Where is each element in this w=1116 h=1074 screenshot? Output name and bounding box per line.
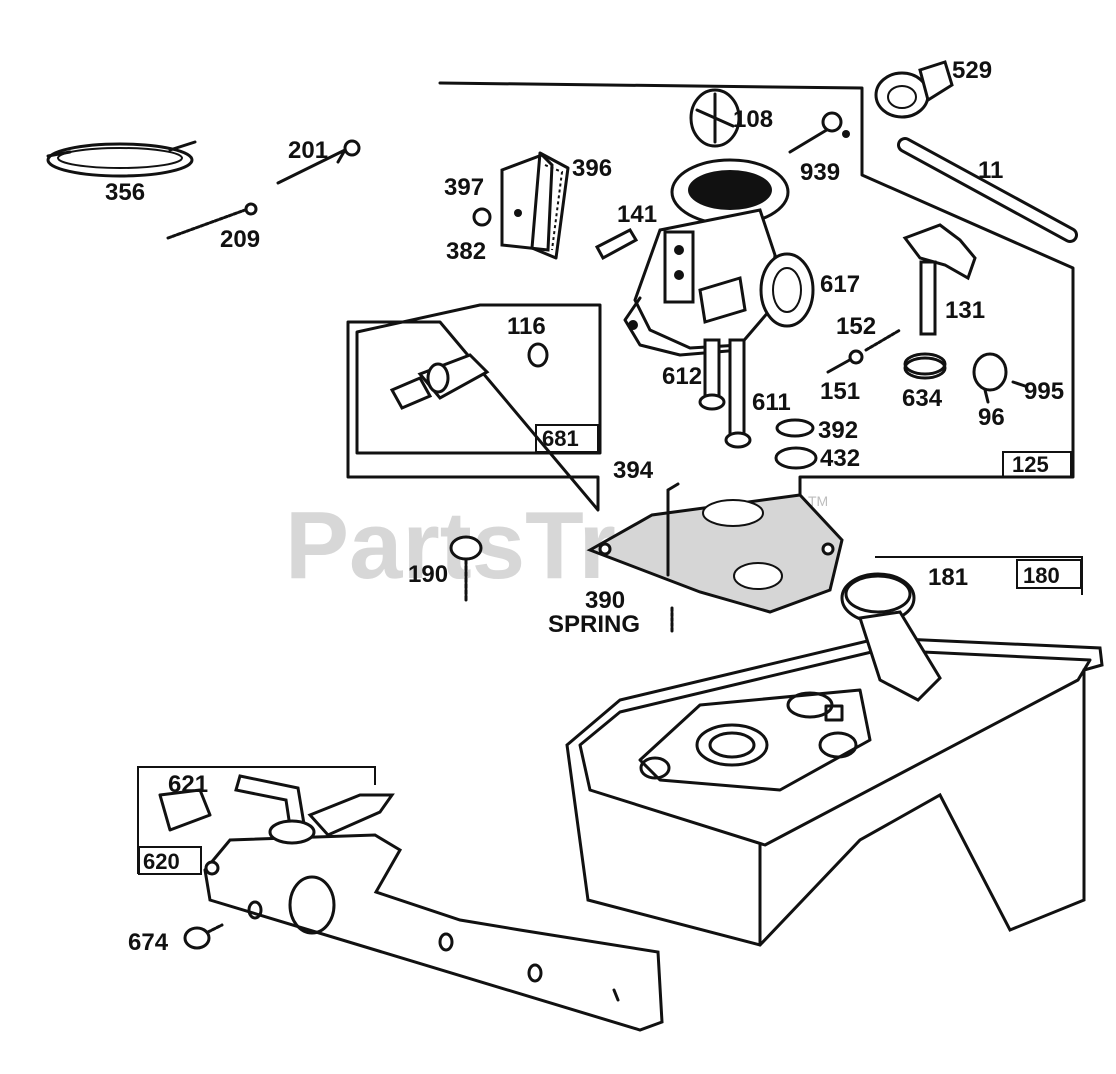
box-620-outline xyxy=(137,766,376,874)
callout-96: 96 xyxy=(978,404,1005,431)
callout-995: 995 xyxy=(1024,378,1064,405)
callout-396: 396 xyxy=(572,155,612,182)
part-116-o-ring xyxy=(527,342,549,368)
box-681-outline xyxy=(355,303,602,455)
callout-674: 674 xyxy=(128,929,169,956)
part-617-carburetor-body xyxy=(623,158,815,357)
part-394-link xyxy=(666,482,680,577)
part-939-screw xyxy=(788,111,850,154)
callout-152: 152 xyxy=(836,313,876,340)
carburetor-assembly-outline xyxy=(346,81,1075,512)
part-612-bolt xyxy=(698,338,726,411)
watermark-trademark: TM xyxy=(808,493,828,509)
part-397-float xyxy=(500,153,554,252)
box-125-label: 125 xyxy=(1012,452,1049,477)
part-151-screw xyxy=(826,349,864,374)
callout-621: 621 xyxy=(168,771,208,798)
part-995-screw xyxy=(1011,380,1027,388)
callout-529: 529 xyxy=(952,57,992,84)
callout-634: 634 xyxy=(902,385,943,412)
part-356-gasket xyxy=(46,140,197,178)
callout-131: 131 xyxy=(945,297,985,324)
part-209-spring xyxy=(166,202,258,240)
part-11-fuel-tube xyxy=(897,137,1078,243)
callout-432: 432 xyxy=(820,445,860,472)
part-181-fuel-cap xyxy=(840,572,942,702)
callout-11: 11 xyxy=(978,157,1003,184)
callout-382: 382 xyxy=(446,238,486,265)
part-180-fuel-tank xyxy=(565,636,1104,947)
callout-612: 612 xyxy=(662,363,702,390)
part-529-grommet xyxy=(874,60,954,119)
box-681-label: 681 xyxy=(542,426,579,451)
callout-617: 617 xyxy=(820,271,860,298)
box-180-label: 180 xyxy=(1023,563,1060,588)
callout-spring: SPRING xyxy=(548,611,640,638)
part-96-clip xyxy=(972,352,1008,404)
part-621-governor-lever xyxy=(158,774,395,845)
callout-939: 939 xyxy=(800,159,840,186)
part-620-bracket xyxy=(203,833,664,1032)
part-382-pin xyxy=(472,207,492,227)
part-432-seal xyxy=(774,446,818,470)
part-634-washer xyxy=(903,352,947,380)
callout-392: 392 xyxy=(818,417,858,444)
box-180-tag xyxy=(1016,559,1082,589)
box-125-tag xyxy=(1002,451,1072,478)
part-108-choke-plate xyxy=(689,88,741,148)
callout-394: 394 xyxy=(613,457,654,484)
part-390-gasket xyxy=(586,493,844,614)
callout-397: 397 xyxy=(444,174,484,201)
callout-151: 151 xyxy=(820,378,860,405)
callout-356: 356 xyxy=(105,179,145,206)
part-392-gasket xyxy=(775,418,815,438)
part-396-float-cover xyxy=(530,151,570,260)
callout-390: 390 xyxy=(585,587,625,614)
part-152-spring xyxy=(864,328,902,352)
box-620-tag xyxy=(138,846,202,875)
part-681-needle-valve xyxy=(389,353,490,410)
callout-108: 108 xyxy=(733,106,773,133)
box-681-tag xyxy=(535,424,599,453)
callout-209: 209 xyxy=(220,226,260,253)
part-141-pin xyxy=(594,228,639,261)
part-611-bolt xyxy=(724,338,752,449)
callout-190: 190 xyxy=(408,561,448,588)
part-131-throttle-shaft xyxy=(902,223,977,336)
box-620-label: 620 xyxy=(143,849,180,874)
part-190-screw xyxy=(449,535,483,602)
callout-611: 611 xyxy=(752,389,791,416)
callout-141: 141 xyxy=(617,201,657,228)
part-674-screw xyxy=(183,923,224,950)
callout-181: 181 xyxy=(928,564,968,591)
part-201-link xyxy=(276,139,361,185)
callout-116: 116 xyxy=(507,313,546,340)
callout-201: 201 xyxy=(288,137,328,164)
